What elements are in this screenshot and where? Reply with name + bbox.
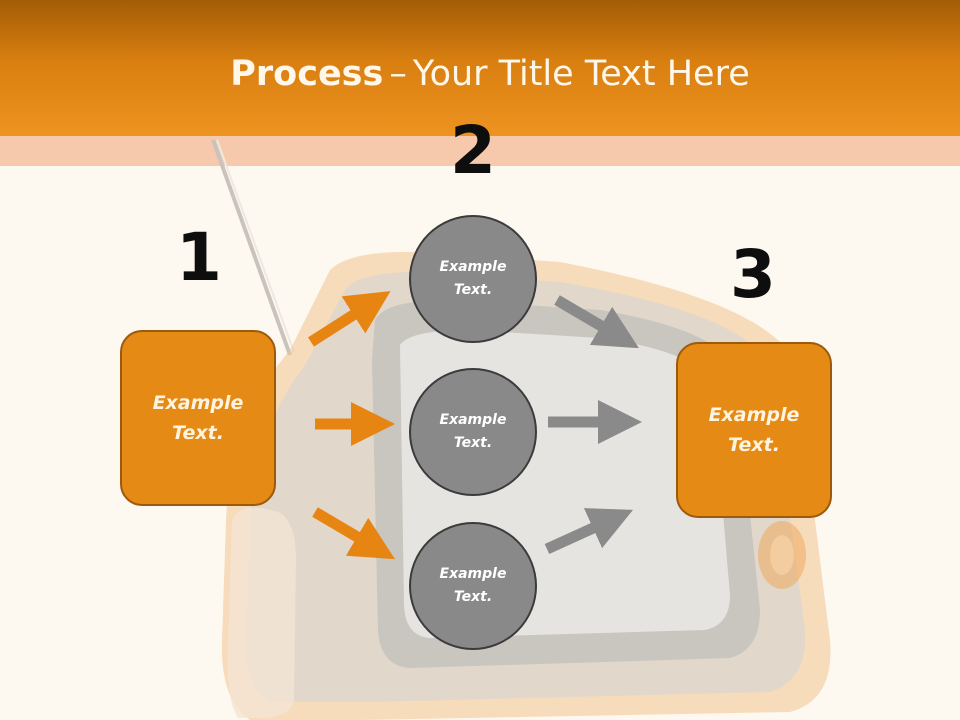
arrow-right-icon [308, 291, 391, 347]
step-number-3: 3 [730, 236, 776, 313]
title-dash: – [389, 54, 407, 94]
header-band [0, 136, 960, 166]
arrow-right-icon [312, 507, 395, 560]
left-example-box: Example Text. [120, 330, 276, 506]
header-bar [0, 0, 960, 136]
title-bold: Process [230, 54, 384, 94]
circle-bottom: Example Text. [409, 522, 537, 650]
circle-top: Example Text. [409, 215, 537, 343]
right-example-box: Example Text. [676, 342, 832, 518]
title-rest: Your Title Text Here [412, 54, 750, 94]
arrow-right-icon [544, 508, 634, 555]
slide-title: Process–Your Title Text Here [0, 50, 960, 98]
step-number-2: 2 [450, 112, 496, 189]
arrow-right-icon [554, 295, 639, 349]
step-number-1: 1 [176, 219, 222, 296]
circle-middle: Example Text. [409, 368, 537, 496]
